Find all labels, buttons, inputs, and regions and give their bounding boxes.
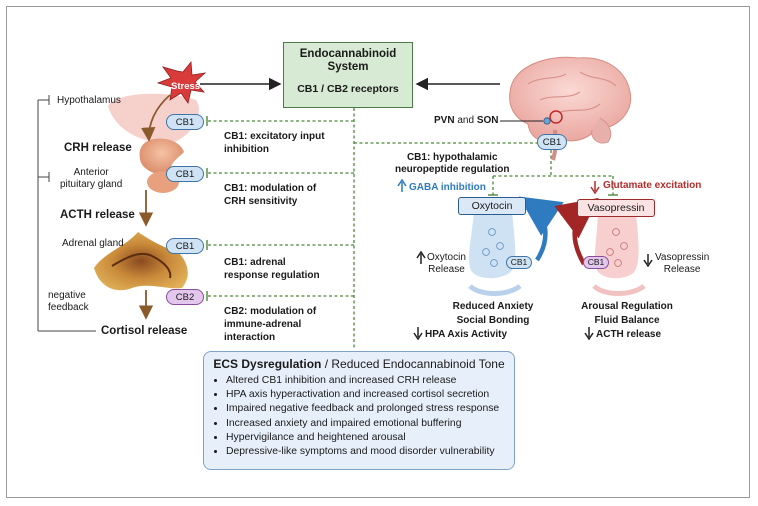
vasopressin-effect-2: Fluid Balance (594, 315, 660, 326)
list-item: Increased anxiety and impaired emotional… (226, 417, 506, 431)
stress-label: Stress (171, 81, 201, 92)
stress-star-icon (156, 60, 207, 104)
cb1-pituitary-receptor: CB1 (166, 166, 204, 182)
cb1-adrenal-receptor: CB1 (166, 238, 204, 254)
hpa-axis-arrows (138, 94, 171, 320)
gaba-inhibition-label: GABA inhibition (409, 182, 486, 193)
cb1-oxytocin-receptor: CB1 (506, 256, 532, 269)
brain-organ (509, 56, 632, 142)
cb1-vasopressin-receptor: CB1 (583, 256, 609, 269)
feedback-bracket (37, 95, 96, 332)
pvn-son-label: PVN and SON (434, 115, 499, 126)
crh-release-label: CRH release (64, 142, 132, 154)
hypothalamus-label: Hypothalamus (57, 95, 121, 106)
adrenal-gland-label: Adrenal gland (62, 238, 124, 249)
dysregulation-title: ECS Dysregulation / Reduced Endocannabin… (213, 357, 505, 371)
hypothalamic-regulation-label: CB1: hypothalamic neuropeptide regulatio… (395, 152, 510, 175)
ecs-dysregulation-box: ECS Dysregulation / Reduced Endocannabin… (203, 351, 515, 470)
mechanism-immune: CB2: modulation of immune-adrenal intera… (224, 306, 317, 343)
oxytocin-box: Oxytocin (458, 197, 526, 215)
pvn-marker (543, 117, 551, 125)
list-item: HPA axis hyperactivation and increased c… (226, 388, 506, 402)
adrenal-organ (94, 232, 188, 291)
inhibition-ticks (206, 116, 618, 301)
list-item: Depressive-like symptoms and mood disord… (226, 445, 506, 459)
ecs-receptors: CB1 / CB2 receptors (297, 83, 399, 95)
anterior-pituitary-label: Anterior pituitary gland (60, 167, 123, 190)
acth-release-label: ACTH release (60, 209, 135, 221)
mechanism-pituitary: CB1: modulation of CRH sensitivity (224, 183, 317, 207)
oxytocin-release-label: Oxytocin Release (427, 252, 466, 275)
ecs-title: Endocannabinoid System (299, 48, 397, 73)
list-item: Impaired negative feedback and prolonged… (226, 402, 506, 416)
pituitary-organ (139, 138, 184, 176)
dysregulation-list: Altered CB1 inhibition and increased CRH… (212, 374, 506, 459)
ecs-dashed-connectors (207, 108, 614, 350)
vasopressin-effect-1: Arousal Regulation (581, 301, 673, 312)
cortisol-release-label: Cortisol release (101, 325, 188, 337)
ecs-box: Endocannabinoid System CB1 / CB2 recepto… (283, 42, 413, 108)
direction-arrows (397, 178, 653, 341)
oxytocin-effect-2: Social Bonding (456, 315, 530, 326)
cb1-hypothalamus-receptor: CB1 (166, 114, 204, 130)
mechanism-hypothalamus: CB1: excitatory input inhibition (224, 131, 325, 155)
list-item: Altered CB1 inhibition and increased CRH… (226, 374, 506, 388)
oxytocin-synapse (468, 212, 516, 279)
vasopressin-box: Vasopressin (577, 199, 655, 217)
mechanism-adrenal: CB1: adrenal response regulation (224, 257, 320, 281)
cb2-adrenal-receptor: CB2 (166, 289, 204, 305)
vasopressin-release-label: Vasopressin Release (655, 252, 710, 275)
oxytocin-effect-1: Reduced Anxiety (452, 301, 534, 312)
vasopressin-effect-3: ACTH release (596, 329, 662, 340)
glutamate-excitation-label: Glutamate excitation (603, 180, 702, 191)
negative-feedback-label: negative feedback (48, 290, 89, 313)
cb1-brain-receptor: CB1 (537, 134, 567, 150)
figure-border (6, 6, 750, 498)
oxytocin-curved-arrow (518, 196, 564, 262)
oxytocin-effect-3: HPA Axis Activity (425, 329, 508, 340)
son-marker (549, 110, 563, 124)
list-item: Hypervigilance and heightened arousal (226, 431, 506, 445)
